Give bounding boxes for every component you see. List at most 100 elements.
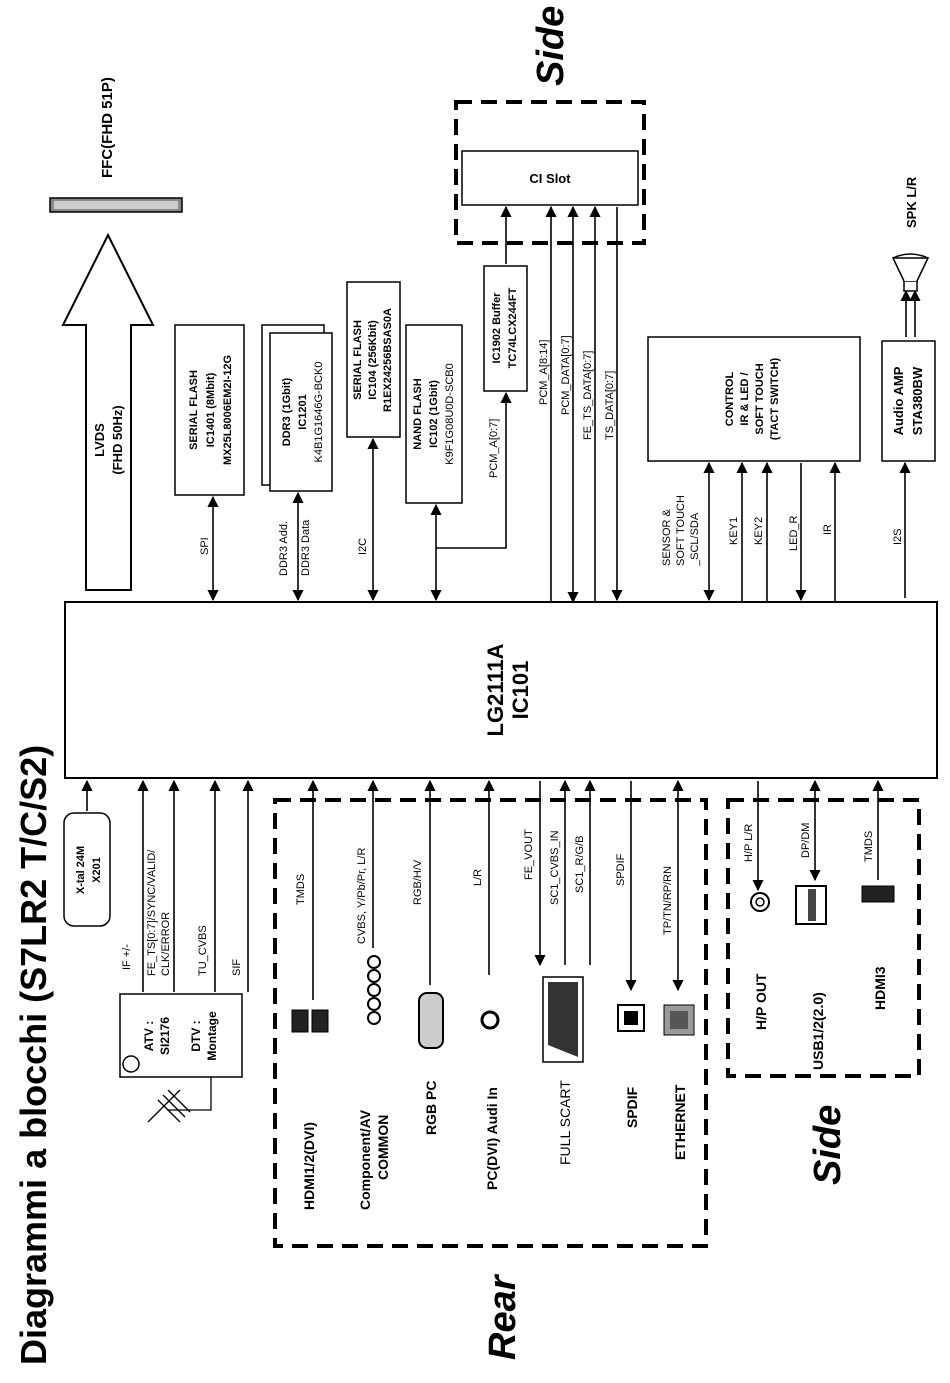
svg-text:L/R: L/R	[472, 869, 484, 886]
audio-amp-box	[881, 340, 936, 462]
svg-text:SPI: SPI	[199, 537, 211, 555]
rear-label: Rear	[482, 1273, 524, 1360]
svg-text:HDMI1/2(DVI): HDMI1/2(DVI)	[301, 1122, 317, 1210]
svg-text:H/P OUT: H/P OUT	[753, 973, 769, 1030]
svg-text:TP/TN/RP/RN: TP/TN/RP/RN	[662, 866, 674, 935]
svg-text:R1EX24256BSAS0A: R1EX24256BSAS0A	[382, 308, 394, 412]
svg-text:FE_TS[0:7]/SYNC/VALID/: FE_TS[0:7]/SYNC/VALID/	[146, 849, 158, 976]
component-connector-icon	[367, 955, 381, 1025]
svg-text:SENSOR &: SENSOR &	[661, 508, 673, 566]
svg-text:Component/AV: Component/AV	[357, 1109, 373, 1210]
svg-text:K4B1G1646G-BCK0: K4B1G1646G-BCK0	[313, 362, 325, 463]
svg-text:Audio AMP: Audio AMP	[891, 366, 906, 435]
svg-text:IC102 (1Gbit): IC102 (1Gbit)	[428, 380, 440, 448]
svg-text:ETHERNET: ETHERNET	[672, 1084, 688, 1160]
ci-slot-label: CI Slot	[529, 171, 571, 186]
svg-text:NAND FLASH: NAND FLASH	[412, 378, 424, 450]
nand-flash-box	[405, 324, 463, 504]
side-top-region	[454, 100, 646, 245]
svg-text:LED_R: LED_R	[788, 515, 800, 551]
svg-text:FE_TS_DATA[0:7]: FE_TS_DATA[0:7]	[582, 351, 594, 440]
ethernet-connector-icon	[663, 1004, 695, 1036]
audio-jack-icon	[480, 1010, 500, 1030]
rear-region	[273, 798, 708, 1248]
svg-text:I2C: I2C	[357, 538, 369, 555]
svg-text:DDR3 (1Gbit): DDR3 (1Gbit)	[281, 377, 293, 446]
svg-text:X201: X201	[91, 857, 103, 883]
svg-text:IF +/-: IF +/-	[121, 944, 133, 970]
svg-text:DDR3 Add.: DDR3 Add.	[278, 521, 290, 576]
svg-text:SOFT TOUCH: SOFT TOUCH	[754, 363, 766, 434]
usb-connector-icon	[795, 885, 827, 925]
side-bottom-region	[726, 798, 921, 1078]
tuner-jack-icon	[122, 1055, 140, 1073]
svg-text:ATV :: ATV :	[142, 1021, 156, 1051]
svg-text:IC1902 Buffer: IC1902 Buffer	[491, 292, 503, 364]
svg-text:IC104 (256Kbit): IC104 (256Kbit)	[367, 320, 379, 400]
svg-text:IR: IR	[822, 524, 834, 535]
tuner-box	[119, 993, 243, 1078]
ffc-label: FFC(FHD 51P)	[99, 77, 116, 178]
main-ic-name: LG2111A	[483, 643, 508, 736]
svg-text:STA380BW: STA380BW	[910, 366, 925, 435]
svg-text:X-tal 24M: X-tal 24M	[75, 846, 87, 894]
svg-text:K9F1G08U0D-SCB0: K9F1G08U0D-SCB0	[444, 363, 456, 465]
svg-text:TC74LCX244FT: TC74LCX244FT	[507, 287, 519, 368]
svg-text:RGB/H/V: RGB/H/V	[412, 859, 424, 905]
svg-text:I2S: I2S	[892, 528, 904, 545]
svg-text:RGB PC: RGB PC	[423, 1081, 439, 1135]
svg-text:SPDIF: SPDIF	[615, 853, 627, 886]
antenna-icon	[147, 1077, 212, 1123]
svg-text:USB1/2(2.0): USB1/2(2.0)	[810, 992, 826, 1070]
svg-text:TMDS: TMDS	[863, 831, 875, 862]
svg-text:IC1201: IC1201	[297, 394, 309, 429]
side-bottom-label: Side	[807, 1105, 849, 1185]
svg-text:SERIAL FLASH: SERIAL FLASH	[352, 320, 364, 400]
spk-label: SPK L/R	[904, 176, 919, 228]
speaker-icon	[891, 253, 930, 292]
svg-text:(TACT SWITCH): (TACT SWITCH)	[769, 358, 781, 441]
control-box	[647, 336, 861, 462]
svg-text:FULL SCART: FULL SCART	[557, 1080, 573, 1165]
svg-text:KEY2: KEY2	[753, 517, 765, 545]
svg-text:IC1401 (8Mbit): IC1401 (8Mbit)	[205, 372, 217, 447]
ci-slot-box	[461, 150, 639, 206]
ddr3-box	[269, 332, 333, 492]
svg-text:TU_CVBS: TU_CVBS	[197, 925, 209, 976]
buffer-box	[483, 265, 528, 392]
svg-text:SOFT TOUCH: SOFT TOUCH	[675, 495, 687, 566]
svg-text:_SCL/SDA: _SCL/SDA	[689, 512, 701, 567]
svg-text:SI2176: SI2176	[158, 1017, 172, 1055]
svg-text:PCM_A[8:14]: PCM_A[8:14]	[538, 340, 550, 405]
lvds-arrow	[61, 232, 155, 591]
main-ic-ref: IC101	[508, 661, 533, 720]
svg-text:SPDIF: SPDIF	[624, 1086, 640, 1128]
svg-text:CONTROL: CONTROL	[724, 372, 736, 427]
serial-flash-1-box	[174, 324, 245, 496]
lvds-label: LVDS	[92, 423, 107, 457]
page-title: Diagrammi a blocchi (S7LR2 T/C/S2)	[13, 745, 54, 1365]
hdmi3-connector-icon	[861, 885, 895, 903]
svg-text:KEY1: KEY1	[728, 517, 740, 545]
serial-flash-2-box	[346, 281, 401, 438]
svg-text:DTV :: DTV :	[189, 1020, 203, 1051]
scart-connector-icon	[542, 976, 584, 1063]
hdmi-connector-icon	[291, 1009, 329, 1033]
side-top-label: Side	[530, 6, 572, 86]
svg-text:SC1_CVBS_IN: SC1_CVBS_IN	[549, 830, 561, 905]
svg-text:MX25L8006EM2I-12G: MX25L8006EM2I-12G	[222, 355, 234, 465]
svg-text:CVBS, Y/Pb/Pr, L/R: CVBS, Y/Pb/Pr, L/R	[356, 848, 368, 944]
svg-text:HDMI3: HDMI3	[872, 966, 888, 1010]
spdif-connector-icon	[617, 1004, 645, 1032]
svg-text:TS_DATA[0:7]: TS_DATA[0:7]	[604, 371, 616, 440]
svg-text:PCM_A[0:7]: PCM_A[0:7]	[488, 419, 500, 478]
vga-connector-icon	[418, 992, 444, 1049]
xtal-box	[63, 812, 111, 927]
svg-text:PCM_DATA[0:7]: PCM_DATA[0:7]	[560, 335, 572, 415]
svg-text:CLK/ERROR: CLK/ERROR	[160, 912, 172, 976]
lvds-sub: (FHD 50Hz)	[110, 405, 125, 474]
svg-text:SIF: SIF	[231, 959, 243, 976]
svg-text:Montage: Montage	[205, 1011, 219, 1061]
svg-text:COMMON: COMMON	[375, 1115, 391, 1180]
svg-text:SERIAL FLASH: SERIAL FLASH	[188, 370, 200, 450]
